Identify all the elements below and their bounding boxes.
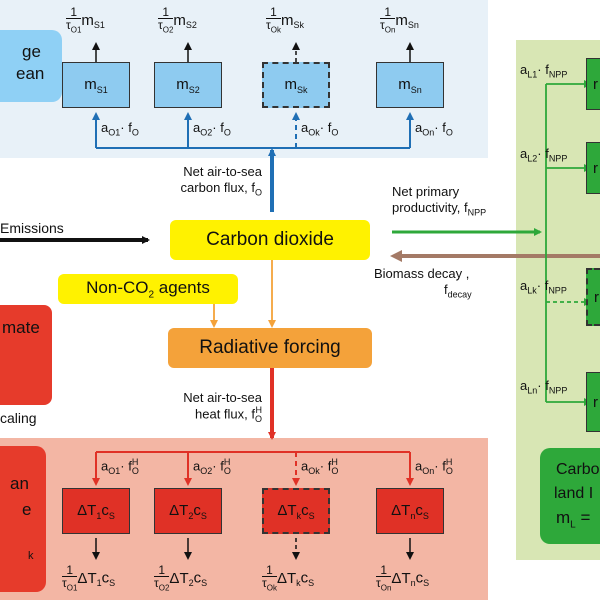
radiative-forcing-box: Radiative forcing	[168, 328, 372, 368]
sink-k-flow-label: aOk· fO	[301, 120, 339, 138]
land-flow-2-label: aL2· fNPP	[520, 146, 568, 164]
ocean-heat-label-line2: e	[22, 500, 32, 519]
sink-box-k: mSk	[262, 62, 330, 108]
land-label-line2: land I	[554, 485, 594, 502]
scaling-label: caling	[0, 410, 37, 426]
carbon-flux-label: Net air-to-sea carbon flux, fO	[180, 164, 262, 198]
non-co2-label: Non-CO2 agents	[86, 277, 210, 301]
ocean-heat-label-line3: k	[28, 550, 34, 562]
land-box-2: r	[586, 142, 600, 194]
ocean-carbon-label-line2: ean	[16, 64, 45, 83]
climate-label: mate	[2, 318, 40, 337]
ocean-carbon-label-box	[0, 30, 62, 102]
carbon-dioxide-label: Carbon dioxide	[206, 229, 334, 250]
land-flow-n-label: aLn· fNPP	[520, 378, 568, 396]
non-co2-box: Non-CO2 agents	[58, 274, 238, 304]
ocean-carbon-decay	[92, 42, 414, 62]
sink-2-flow-label: aO2· fO	[193, 120, 231, 138]
sink-box-1: mS1	[62, 62, 130, 108]
land-box-n: r	[586, 372, 600, 432]
decay-arrowhead	[390, 250, 402, 262]
heat-box-2: ΔT2cS	[154, 488, 222, 534]
sink-n-flow-label: aOn· fO	[415, 120, 453, 138]
land-flow-k-label: aLk· fNPP	[520, 278, 567, 296]
heat-box-n: ΔTncS	[376, 488, 444, 534]
land-label-line3: mL =	[556, 508, 591, 531]
ocean-heat-flows	[92, 451, 414, 486]
ocean-carbon-label-line1: ge	[22, 42, 41, 61]
ocean-heat-label-line1: an	[10, 474, 29, 493]
land-carbon-flows	[545, 80, 592, 406]
land-box-1: r	[586, 58, 600, 110]
sink-box-n: mSn	[376, 62, 444, 108]
radiative-forcing-label: Radiative forcing	[199, 337, 341, 358]
sink-1-flow-label: aO1· fO	[101, 120, 139, 138]
npp-label: Net primary productivity, fNPP	[392, 184, 487, 218]
land-box-k: r	[586, 268, 600, 326]
ocean-heat-label-box	[0, 446, 46, 592]
emissions-label: Emissions	[0, 220, 64, 236]
ocean-heat-decay	[92, 538, 414, 560]
decay-label: Biomass decay , fdecay	[374, 266, 472, 300]
forcing-arrows	[210, 260, 276, 328]
carbon-dioxide-box: Carbon dioxide	[170, 220, 370, 260]
land-label-line1: Carbo	[556, 461, 600, 478]
heat-box-1: ΔT1cS	[62, 488, 130, 534]
land-flow-1-label: aL1· fNPP	[520, 62, 568, 80]
sink-box-2: mS2	[154, 62, 222, 108]
ocean-carbon-flows	[92, 112, 414, 212]
land-label-box	[540, 448, 600, 544]
climate-label-box	[0, 305, 52, 405]
heat-box-k: ΔTkcS	[262, 488, 330, 534]
